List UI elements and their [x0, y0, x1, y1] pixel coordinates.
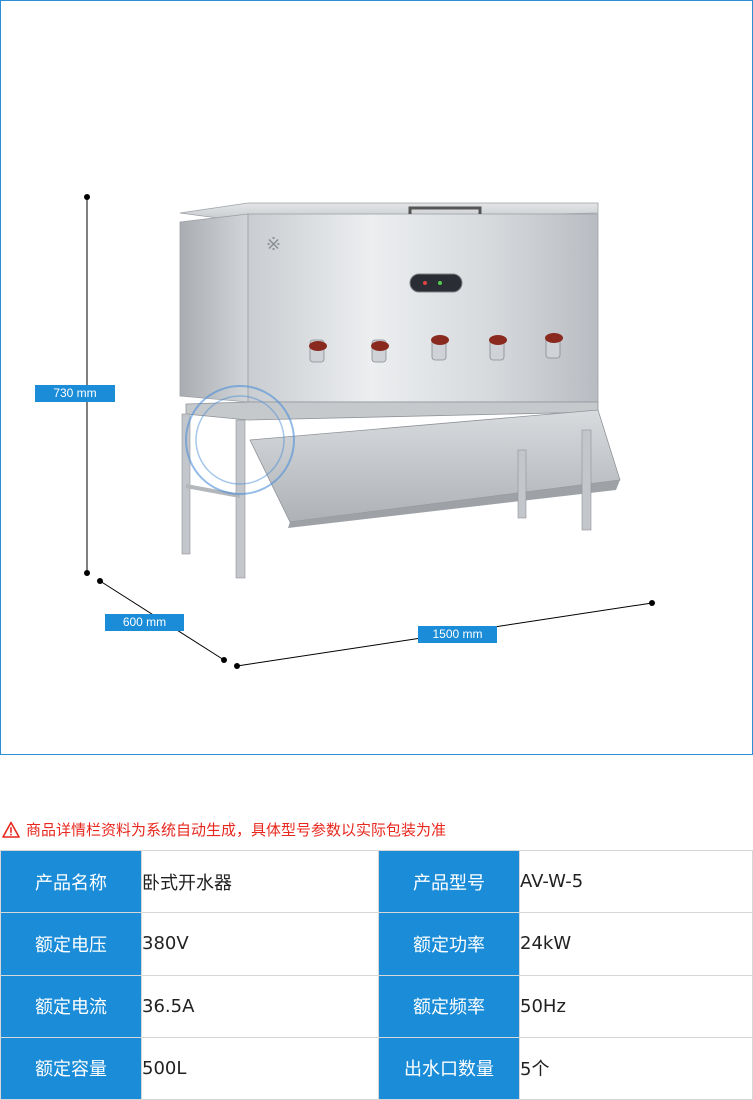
spec-value: 24kW [519, 912, 753, 976]
table-row: 额定电流 36.5A 额定频率 50Hz [0, 974, 753, 1038]
notice-text: 商品详情栏资料为系统自动生成，具体型号参数以实际包装为准 [26, 821, 447, 839]
spec-label: 产品型号 [378, 849, 520, 914]
table-row: 额定电压 380V 额定功率 24kW [0, 912, 753, 976]
spec-label: 额定频率 [378, 974, 520, 1038]
spec-value: 36.5A [141, 974, 379, 1038]
svg-text:※: ※ [266, 234, 281, 254]
spec-label: 额定功率 [378, 912, 520, 976]
spec-value: AV-W-5 [519, 849, 753, 914]
table-row: 额定容量 500L 出水口数量 5个 [0, 1036, 753, 1100]
spec-value: 50Hz [519, 974, 753, 1038]
spec-label: 出水口数量 [378, 1036, 520, 1100]
water-boiler-illustration: ※ [179, 202, 621, 579]
auto-generated-notice: 商品详情栏资料为系统自动生成，具体型号参数以实际包装为准 [2, 819, 446, 841]
depth-dimension-label: 600 mm [105, 614, 184, 631]
height-dimension-label: 730 mm [35, 385, 115, 402]
spec-value: 卧式开水器 [141, 849, 379, 914]
spec-value: 5个 [519, 1036, 753, 1100]
spec-label: 额定容量 [0, 1036, 142, 1100]
warning-triangle-icon [2, 821, 20, 838]
spec-value: 380V [141, 912, 379, 976]
spec-label: 产品名称 [0, 849, 142, 914]
spec-value: 500L [141, 1036, 379, 1100]
product-illustration: ※ [84, 194, 655, 669]
width-dimension-label: 1500 mm [418, 626, 497, 643]
table-row: 产品名称 卧式开水器 产品型号 AV-W-5 [0, 849, 753, 914]
spec-label: 额定电压 [0, 912, 142, 976]
spec-label: 额定电流 [0, 974, 142, 1038]
spec-table: 产品名称 卧式开水器 产品型号 AV-W-5 额定电压 380V 额定功率 24… [0, 849, 753, 1100]
